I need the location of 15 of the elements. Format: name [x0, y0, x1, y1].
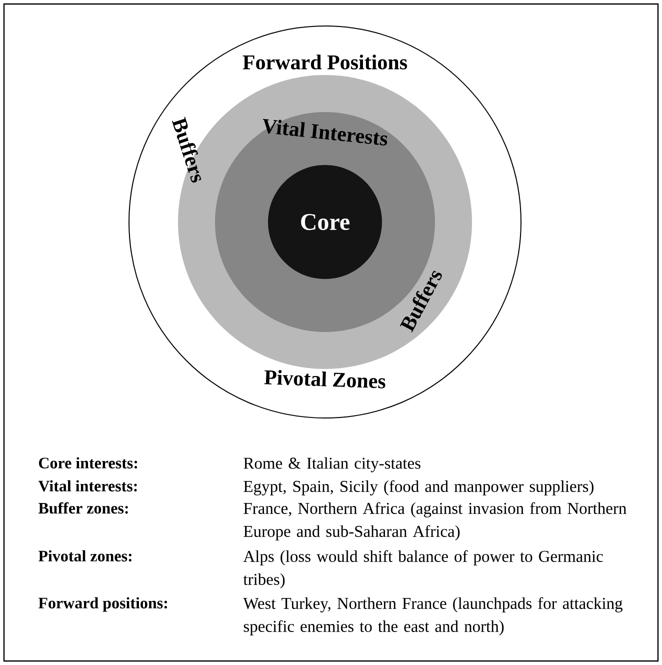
zone-label: Pivotal Zones: [264, 370, 386, 388]
table-cell: Forward positions:: [38, 597, 167, 612]
zone-label: Forward Positions: [242, 54, 408, 70]
table-cell: Egypt, Spain, Sicily (food and manpower suppliers): [244, 480, 594, 496]
table-cell: Core interests:: [38, 457, 138, 469]
table-cell: Vital interests:: [38, 480, 137, 492]
table-cell: Buffer zones:: [38, 502, 128, 514]
table-cell: Rome & Italian city-states: [244, 457, 420, 472]
zone-label: Core: [301, 214, 350, 230]
table-cell: France, Northern Africa (against invasion from Northern Europe and sub-Saharan Africa): [244, 502, 626, 540]
zone-label: Buffers: [172, 116, 202, 183]
table-cell: West Turkey, Northern France (launchpads for attacking specific enemies to the east and north): [243, 597, 622, 636]
zone-label: Vital Interests: [262, 118, 387, 146]
table-cell: Pivotal zones:: [38, 550, 132, 562]
table-cell: Alps (loss would shift balance of power to Germanic tribes): [243, 550, 603, 588]
